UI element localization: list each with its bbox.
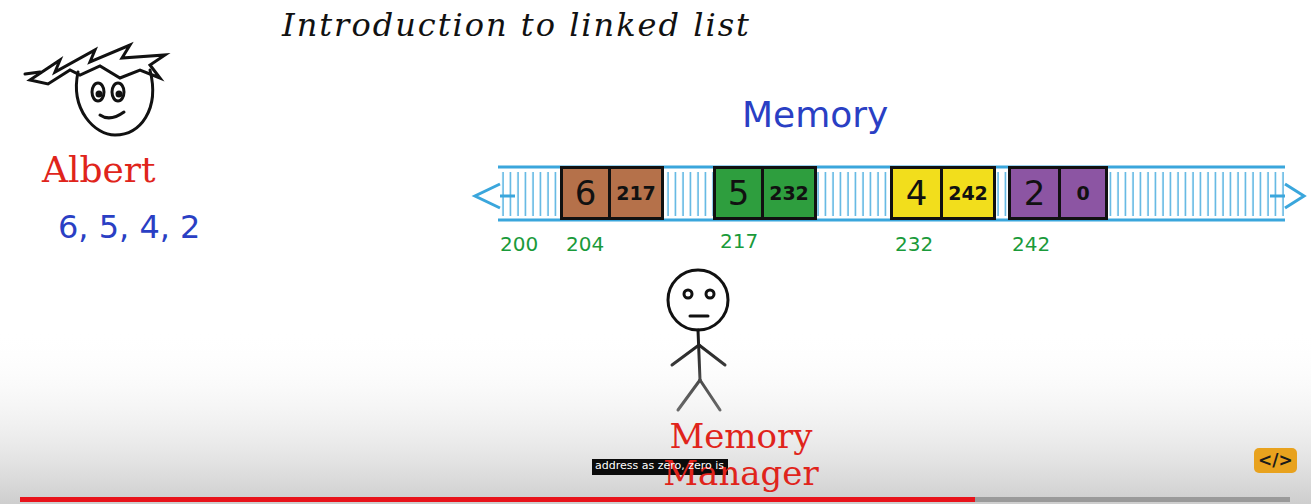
logo-mark: </>: [1258, 451, 1293, 470]
address: 232: [895, 233, 933, 255]
memory-block: 6217: [560, 166, 664, 220]
progress-bar: [20, 497, 975, 502]
next-address: 232: [764, 169, 814, 217]
address: 204: [566, 233, 604, 255]
address: 200: [500, 233, 538, 255]
progress-track: [20, 497, 1290, 502]
address: 242: [1012, 233, 1050, 255]
person-name: Albert: [42, 150, 156, 190]
next-address: 217: [611, 169, 661, 217]
memory-block: 4242: [890, 166, 996, 220]
memory-block: 20: [1008, 166, 1108, 220]
node-value: 4: [893, 169, 943, 217]
logo-badge: [1254, 448, 1297, 473]
memory-heading: Memory: [742, 95, 888, 135]
next-address: 242: [943, 169, 993, 217]
video-shade: [0, 330, 1311, 504]
next-address: 0: [1061, 169, 1105, 217]
title: Introduction to linked list: [282, 8, 751, 43]
node-value: 5: [716, 169, 764, 217]
node-value: 2: [1011, 169, 1061, 217]
albert-face: [25, 45, 165, 135]
address: 217: [720, 230, 758, 252]
memory-block: 5232: [713, 166, 817, 220]
input-values: 6, 5, 4, 2: [58, 210, 200, 245]
figure-name: Memory Manager: [646, 418, 836, 493]
memory-strip: [475, 167, 1304, 220]
node-value: 6: [563, 169, 611, 217]
video-subtitle: address as zero, zero is: [595, 460, 724, 472]
